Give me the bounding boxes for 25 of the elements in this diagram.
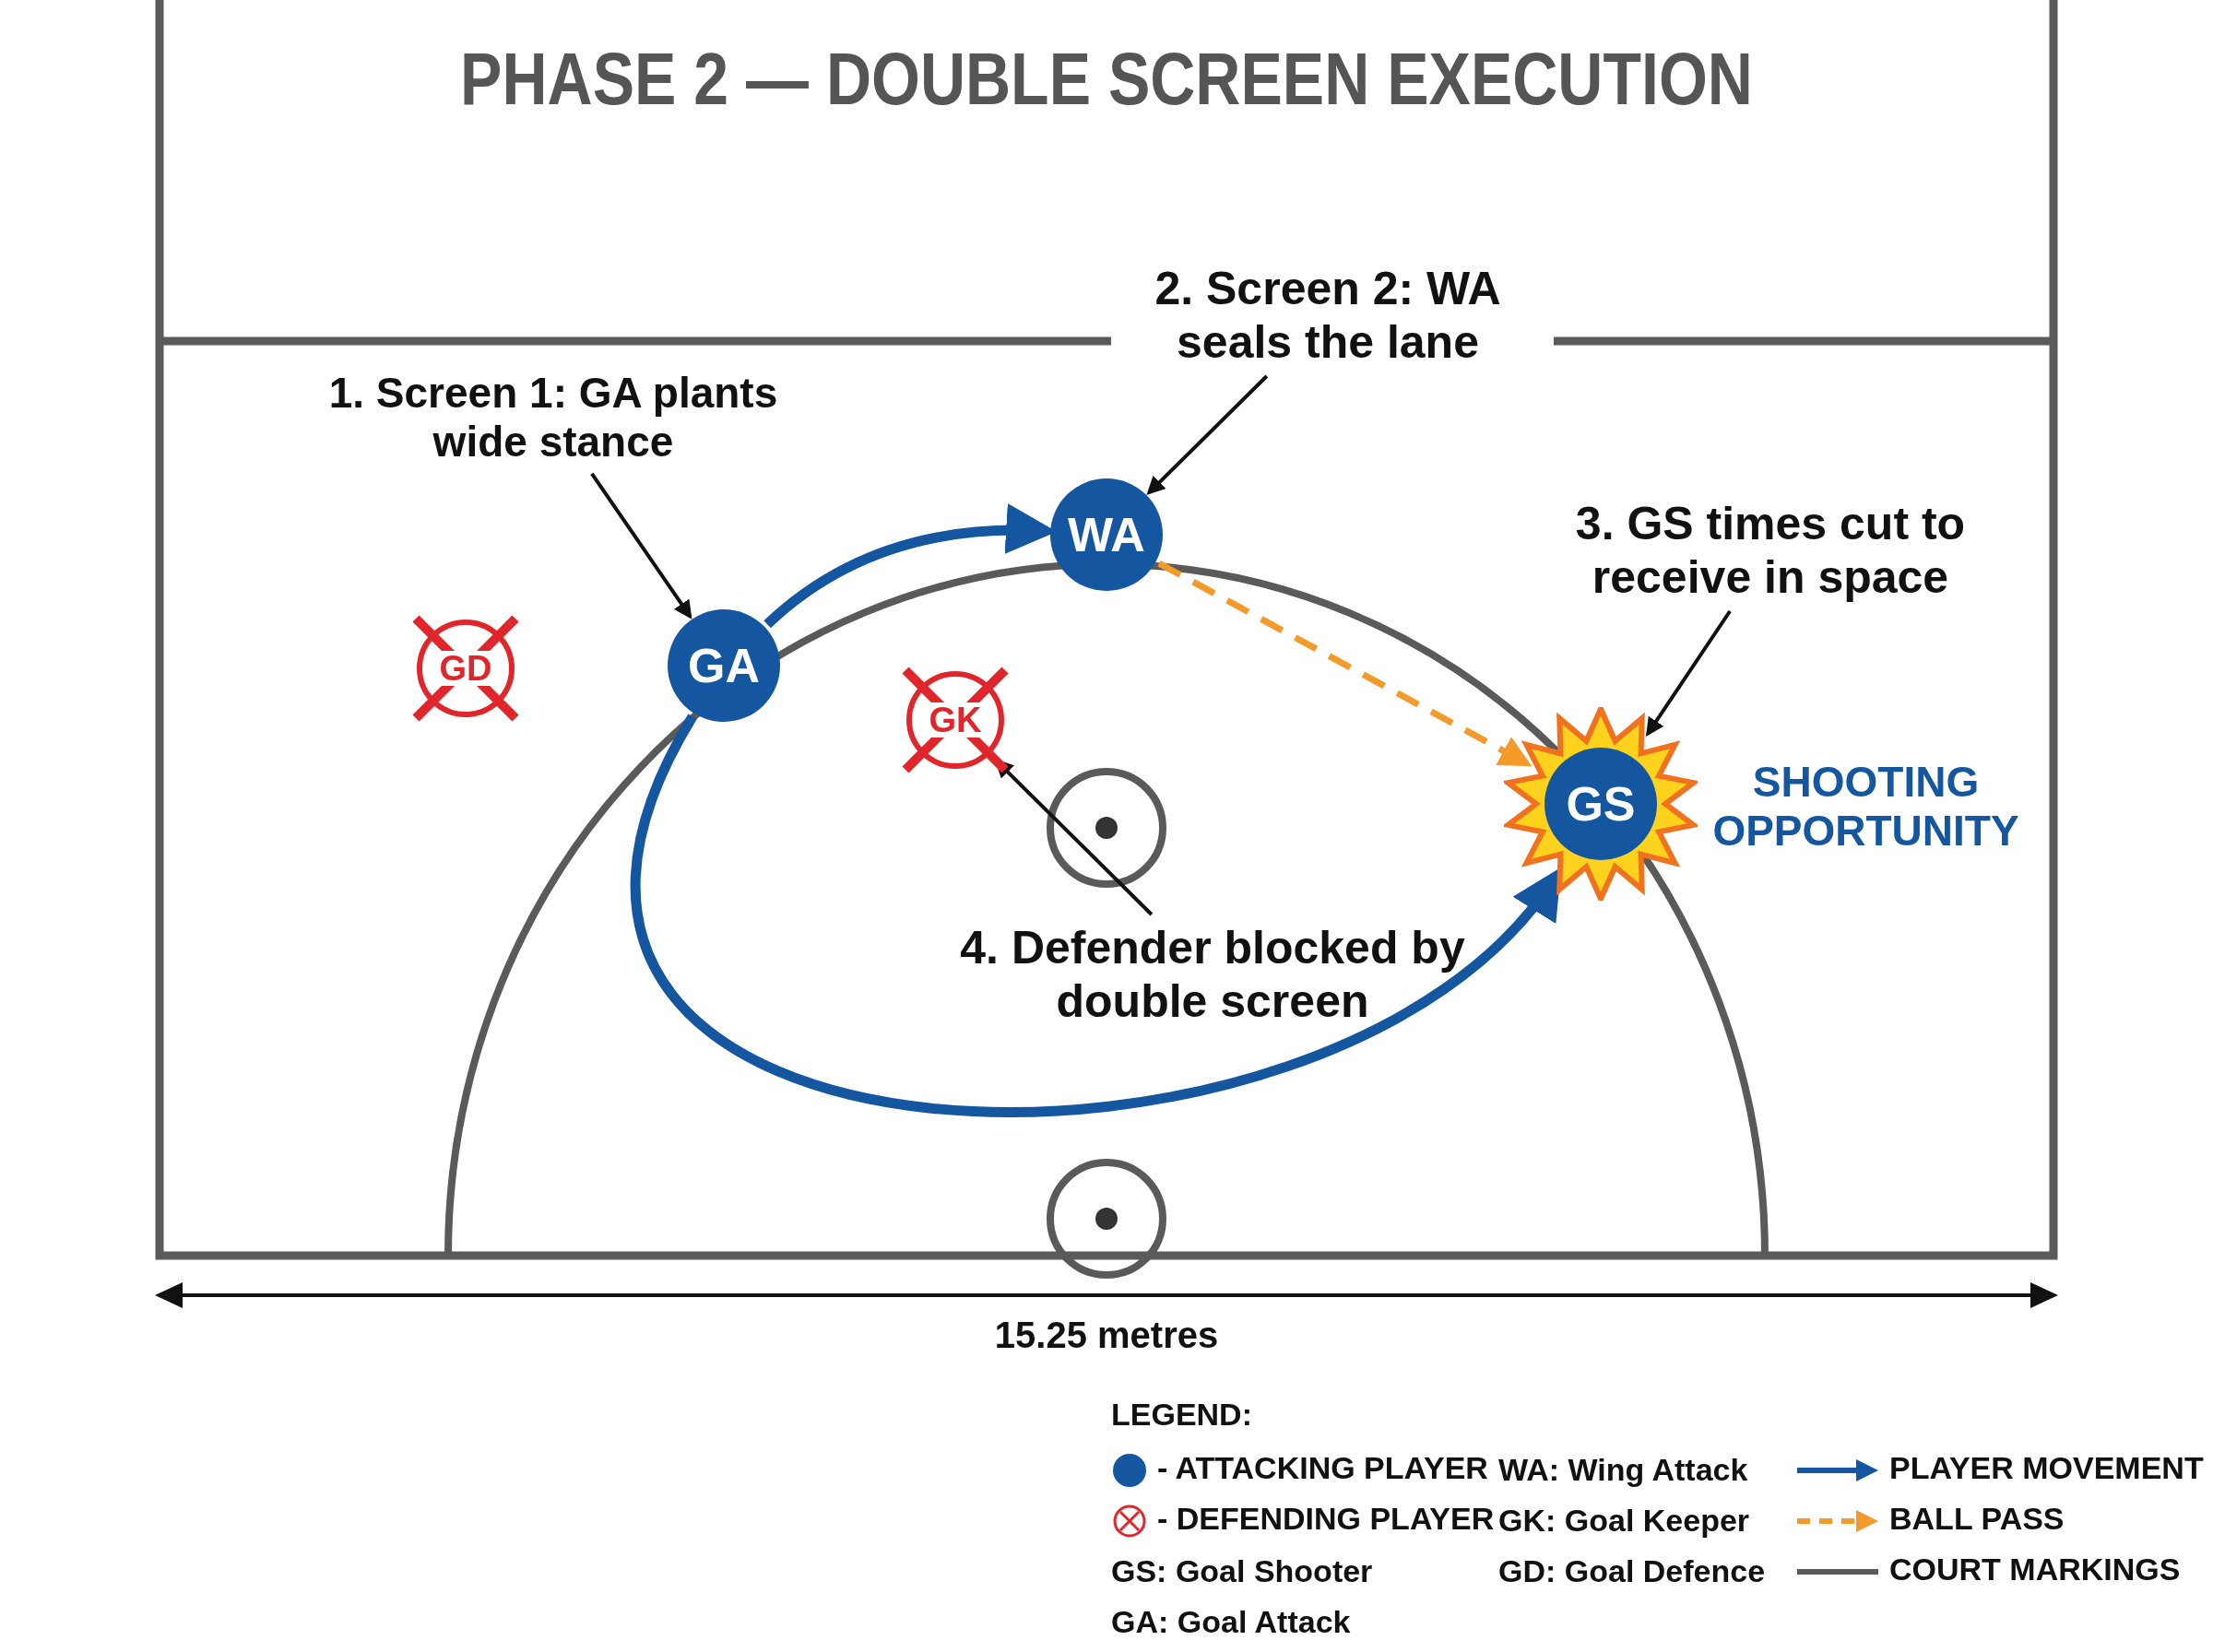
key-text: WA: Wing Attack <box>1498 1452 1748 1489</box>
legend-heading: LEGEND: <box>1111 1397 1252 1434</box>
starburst-player-token: GS <box>1504 707 1698 901</box>
legend-text: COURT MARKINGS <box>1889 1552 2181 1588</box>
annotation-text: SHOOTING OPPORTUNITY <box>1711 758 2020 856</box>
pass-arrow <box>1157 560 1533 767</box>
callout-text: 1. Screen 1: GA plants wide stance <box>318 369 788 466</box>
key-text: GD: Goal Defence <box>1498 1553 1766 1590</box>
key-text: GA: Goal Attack <box>1111 1604 1351 1641</box>
callout-text: 3. GS times cut to receive in space <box>1531 498 2010 604</box>
player-token: WA <box>1050 478 1163 591</box>
leader-line <box>1645 609 1732 737</box>
leader-line <box>1146 374 1269 496</box>
key-text: GK: Goal Keeper <box>1498 1503 1750 1540</box>
legend-text: - DEFENDING PLAYER <box>1157 1501 1495 1538</box>
callout-text: 2. Screen 2: WA seals the lane <box>1125 263 1531 369</box>
legend-text: - ATTACKING PLAYER <box>1157 1450 1488 1487</box>
callout-text: 4. Defender blocked by double screen <box>931 922 1494 1028</box>
key-text: GS: Goal Shooter <box>1111 1553 1373 1590</box>
legend-text: BALL PASS <box>1889 1501 2065 1538</box>
dimension-label: 15.25 metres <box>993 1314 1220 1356</box>
legend-text: PLAYER MOVEMENT <box>1889 1450 2204 1487</box>
player-token: GA <box>668 609 780 722</box>
title: PHASE 2 — DOUBLE SCREEN EXECUTION <box>459 37 1754 122</box>
leader-line <box>590 472 692 620</box>
